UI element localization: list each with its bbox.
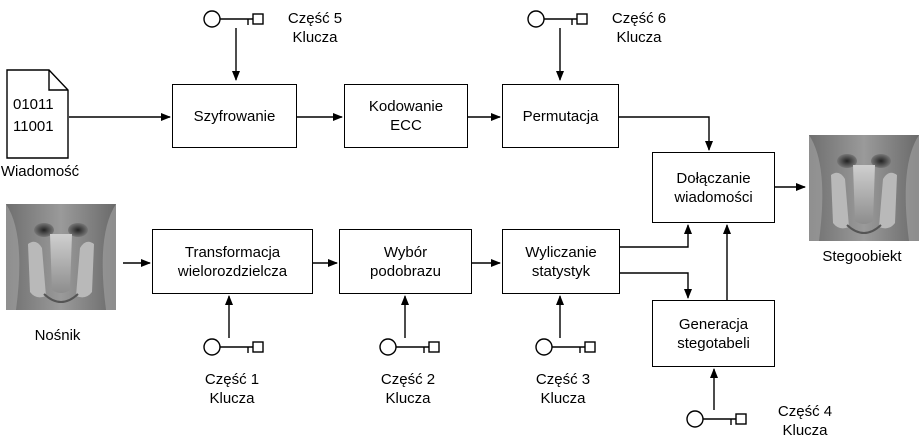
- node-dolaczanie: Dołączanie wiadomości: [652, 152, 775, 223]
- key-icon: [535, 338, 596, 356]
- carrier-image: [5, 203, 117, 311]
- node-label: Kodowanie ECC: [368, 98, 444, 134]
- document-label: Wiadomość: [0, 163, 80, 180]
- key-icon: [379, 338, 440, 356]
- key5-label: Część 5 Klucza: [287, 10, 343, 46]
- stego-image: [808, 134, 920, 242]
- key6-label: Część 6 Klucza: [611, 10, 667, 46]
- output-label: Stegoobiekt: [822, 248, 902, 265]
- node-label: Dołączanie wiadomości: [674, 169, 753, 206]
- node-label: Wyliczanie statystyk: [525, 243, 597, 280]
- node-transformacja: Transformacja wielorozdzielcza: [152, 229, 313, 294]
- node-label: Permutacja: [522, 107, 599, 125]
- node-wyliczanie: Wyliczanie statystyk: [502, 229, 620, 294]
- document-bits: 01011 11001: [13, 96, 54, 135]
- node-label: Transformacja wielorozdzielcza: [177, 243, 288, 280]
- key4-label: Część 4 Klucza: [777, 403, 833, 439]
- node-generacja: Generacja stegotabeli: [652, 300, 775, 367]
- key-icon: [203, 10, 264, 28]
- node-wybor: Wybór podobrazu: [339, 229, 472, 294]
- arrow-permutacja-dolaczanie: [619, 116, 713, 151]
- node-label: Generacja stegotabeli: [677, 315, 750, 352]
- node-szyfrowanie: Szyfrowanie: [172, 84, 297, 148]
- key2-label: Część 2 Klucza: [380, 371, 436, 407]
- document-icon: [6, 69, 69, 159]
- node-label: Wybór podobrazu: [370, 243, 441, 280]
- node-kodowanie-ecc: Kodowanie ECC: [344, 84, 468, 148]
- key3-label: Część 3 Klucza: [535, 371, 591, 407]
- node-permutacja: Permutacja: [502, 84, 619, 148]
- carrier-label: Nośnik: [34, 327, 81, 344]
- node-label: Szyfrowanie: [193, 107, 276, 125]
- key-icon: [686, 410, 747, 428]
- key-icon: [203, 338, 264, 356]
- key1-label: Część 1 Klucza: [204, 371, 260, 407]
- arrow-wyliczanie-dolaczanie: [620, 224, 692, 248]
- arrow-wyliczanie-generacja: [620, 272, 692, 299]
- key-icon: [527, 10, 588, 28]
